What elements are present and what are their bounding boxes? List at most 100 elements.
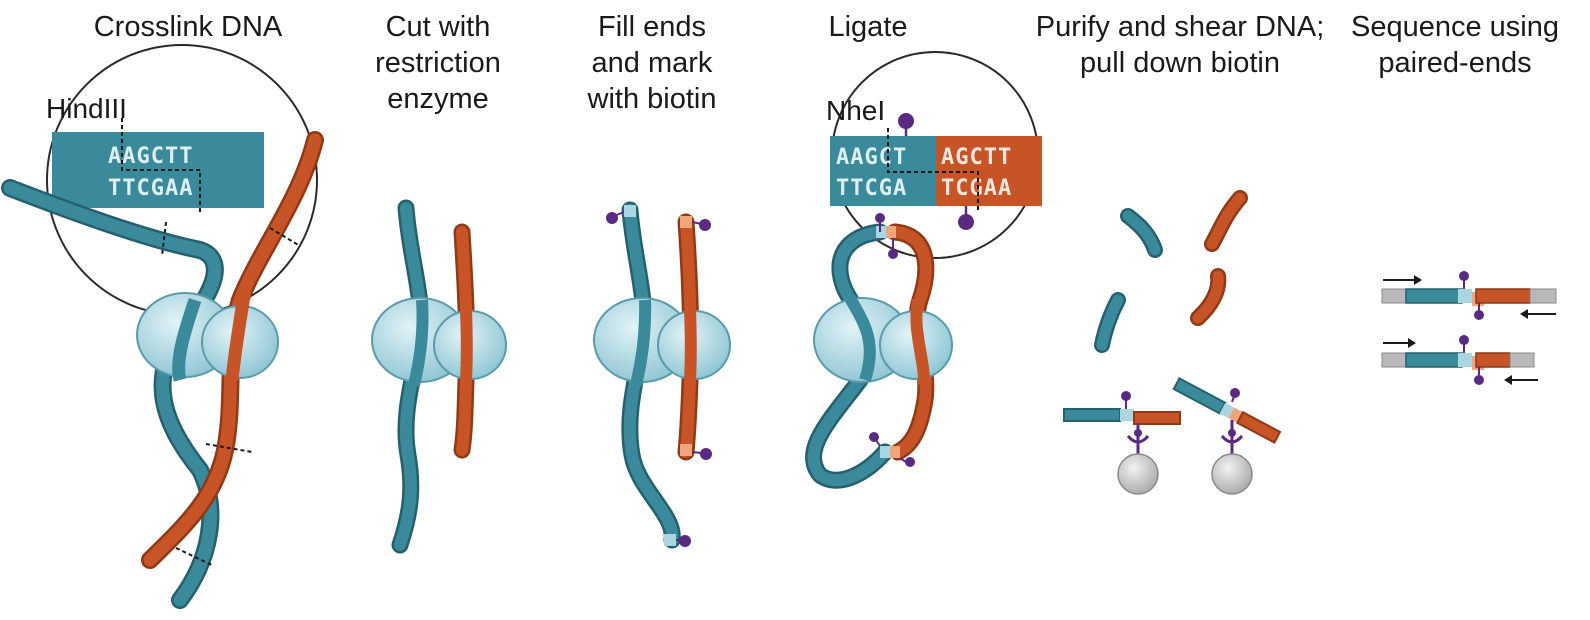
title-line: enzyme — [387, 83, 489, 115]
orange-loop-front — [910, 298, 931, 386]
blue-strand-front — [172, 297, 202, 382]
chimeric-orange-segment — [1235, 410, 1282, 444]
sheared-orange-fragment — [1192, 270, 1224, 324]
cut-tick — [161, 221, 167, 257]
adapter — [1529, 288, 1557, 304]
adapter — [1509, 352, 1535, 368]
biotin-marker — [875, 213, 885, 232]
title-line: Crosslink DNA — [94, 11, 283, 43]
title-line: pull down biotin — [1080, 47, 1280, 79]
filled-end — [664, 534, 676, 546]
cut-tick — [269, 227, 301, 247]
blue-read-segment — [1405, 288, 1463, 304]
chimeric-fragment-tilted — [1172, 377, 1282, 444]
hindiii-label: HindIII — [46, 93, 127, 124]
nhei-left-bottom-sequence: TTCGA — [836, 176, 907, 201]
step-title-ligate: Ligate — [828, 11, 907, 43]
step-title-fill: Fill ends and mark with biotin — [587, 11, 717, 115]
nhei-left-top-sequence: AAGCT — [836, 145, 907, 170]
cut-tick — [175, 547, 215, 567]
orange-read-segment — [1475, 352, 1511, 368]
paired-end-read — [1381, 335, 1538, 385]
junction — [1120, 409, 1134, 421]
orange-strand-front — [225, 288, 252, 381]
panel-purify — [1063, 190, 1282, 495]
blue-read-segment — [1405, 352, 1463, 368]
biotin-marker — [1121, 391, 1131, 409]
biotin-marker — [691, 219, 711, 231]
junction — [886, 226, 896, 238]
title-line: Sequence using — [1351, 11, 1559, 43]
biotin-marker — [1474, 367, 1484, 385]
forward-read-arrow-icon — [1383, 275, 1422, 285]
chimeric-orange-segment — [1133, 411, 1181, 425]
cut-site-line — [121, 118, 201, 215]
biotin-marker — [1459, 271, 1469, 289]
sheared-blue-fragment — [1096, 294, 1124, 351]
panel-fill — [593, 201, 731, 549]
title-line: Cut with — [386, 11, 491, 43]
biotin-marker — [1230, 388, 1240, 403]
step-title-crosslink: Crosslink DNA — [94, 11, 283, 43]
title-line: Fill ends — [598, 11, 706, 43]
orange-read-segment — [1475, 288, 1531, 304]
biotin-marker — [888, 238, 898, 259]
chimeric-blue-segment — [1063, 408, 1121, 422]
orange-fragment-front — [684, 309, 697, 381]
chimeric-blue-segment — [1172, 377, 1227, 415]
panel-ligate: AAGCT TTCGA AGCTT TCGAA NheI — [805, 51, 1042, 489]
filled-end — [680, 444, 692, 456]
panel-cut — [371, 199, 507, 554]
title-line: Ligate — [828, 11, 907, 43]
sequence-band-orange — [936, 136, 1042, 206]
title-line: and mark — [592, 47, 713, 79]
sheared-blue-fragment — [1122, 210, 1161, 256]
junction — [1458, 289, 1472, 303]
blue-loop-front — [844, 295, 876, 382]
step-title-purify: Purify and shear DNA; pull down biotin — [1036, 11, 1325, 79]
biotin-marker — [898, 113, 914, 136]
cut-tick — [205, 443, 253, 453]
reverse-read-arrow-icon — [1504, 375, 1538, 385]
step-title-sequence: Sequence using paired-ends — [1351, 11, 1559, 79]
blue-fragment — [394, 202, 427, 551]
sheared-orange-fragment — [1206, 192, 1246, 250]
orange-fragment-front — [460, 309, 473, 381]
forward-read-arrow-icon — [1383, 338, 1416, 348]
streptavidin-bead — [1117, 453, 1159, 495]
filled-end — [624, 205, 636, 217]
streptavidin-bead — [1211, 453, 1253, 495]
title-line: paired-ends — [1378, 47, 1531, 79]
biotin-marker — [899, 457, 915, 467]
filled-end — [680, 216, 692, 228]
blue-fragment — [623, 204, 679, 546]
junction — [1458, 353, 1472, 367]
title-line: restriction — [375, 47, 501, 79]
blue-fragment-front — [408, 299, 429, 387]
junction — [880, 446, 890, 458]
blue-fragment-front — [630, 299, 652, 387]
streptavidin-link — [1126, 424, 1150, 458]
nhei-right-bottom-sequence: TCGAA — [941, 176, 1012, 201]
nhei-label: NheI — [826, 95, 885, 126]
biotin-marker — [676, 535, 691, 547]
title-line: Purify and shear DNA; — [1036, 11, 1325, 43]
adapter — [1381, 288, 1407, 304]
biotin-marker — [1474, 303, 1484, 320]
sequence-band-blue — [830, 136, 936, 206]
paired-end-read — [1381, 271, 1557, 320]
hindiii-bottom-sequence: TTCGAA — [108, 176, 193, 201]
junction — [890, 446, 900, 458]
reverse-read-arrow-icon — [1520, 309, 1556, 319]
title-line: with biotin — [587, 83, 717, 115]
step-title-cut: Cut with restriction enzyme — [375, 11, 501, 115]
panel-sequence — [1381, 271, 1557, 385]
cut-site-line — [887, 128, 979, 212]
biotin-marker — [691, 448, 712, 460]
adapter — [1381, 352, 1407, 368]
biotin-marker — [869, 432, 881, 447]
biotin-marker — [958, 206, 974, 230]
biotin-marker — [606, 211, 625, 224]
biotin-marker — [1459, 335, 1469, 353]
streptavidin-link — [1220, 420, 1244, 458]
